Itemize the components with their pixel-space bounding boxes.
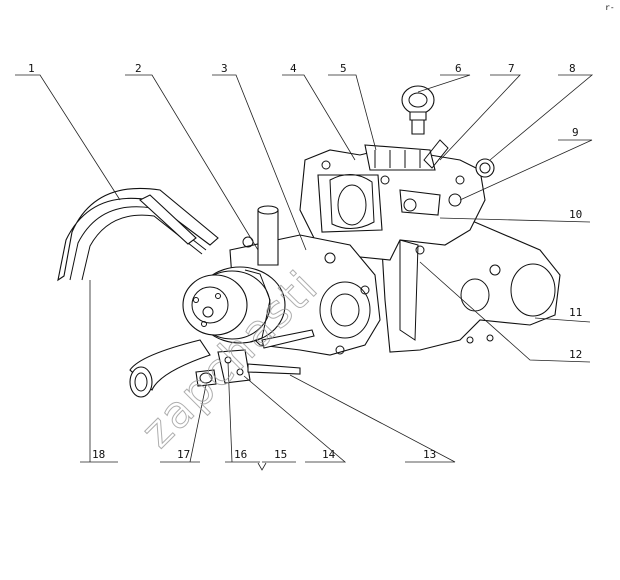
thermostat-housing [299,139,486,261]
callout-labels: 1 2 3 4 5 6 7 8 9 10 11 12 13 14 15 16 1… [28,62,582,461]
inlet-elbow [129,339,211,398]
callout-18: 18 [92,448,105,461]
fan-belts [57,187,219,282]
callout-11: 11 [569,306,582,319]
callout-15: 15 [274,448,287,461]
callout-9: 9 [572,126,579,139]
callout-14: 14 [322,448,336,461]
callout-1: 1 [28,62,35,75]
leader-lines [15,74,594,471]
callout-6: 6 [455,62,462,75]
pump-pulley [182,266,286,344]
callout-2: 2 [135,62,142,75]
callout-17: 17 [177,448,190,461]
callout-5: 5 [340,62,347,75]
corner-mark: r- [605,3,615,12]
hex-plug [475,158,495,178]
lifting-eye [401,85,435,135]
callout-10: 10 [569,208,582,221]
callout-4: 4 [290,62,297,75]
callout-16: 16 [234,448,247,461]
callout-13: 13 [423,448,436,461]
callout-7: 7 [508,62,515,75]
callout-3: 3 [221,62,228,75]
callout-12: 12 [569,348,582,361]
callout-8: 8 [569,62,576,75]
fittings [195,329,315,387]
parts-drawing [57,85,561,398]
